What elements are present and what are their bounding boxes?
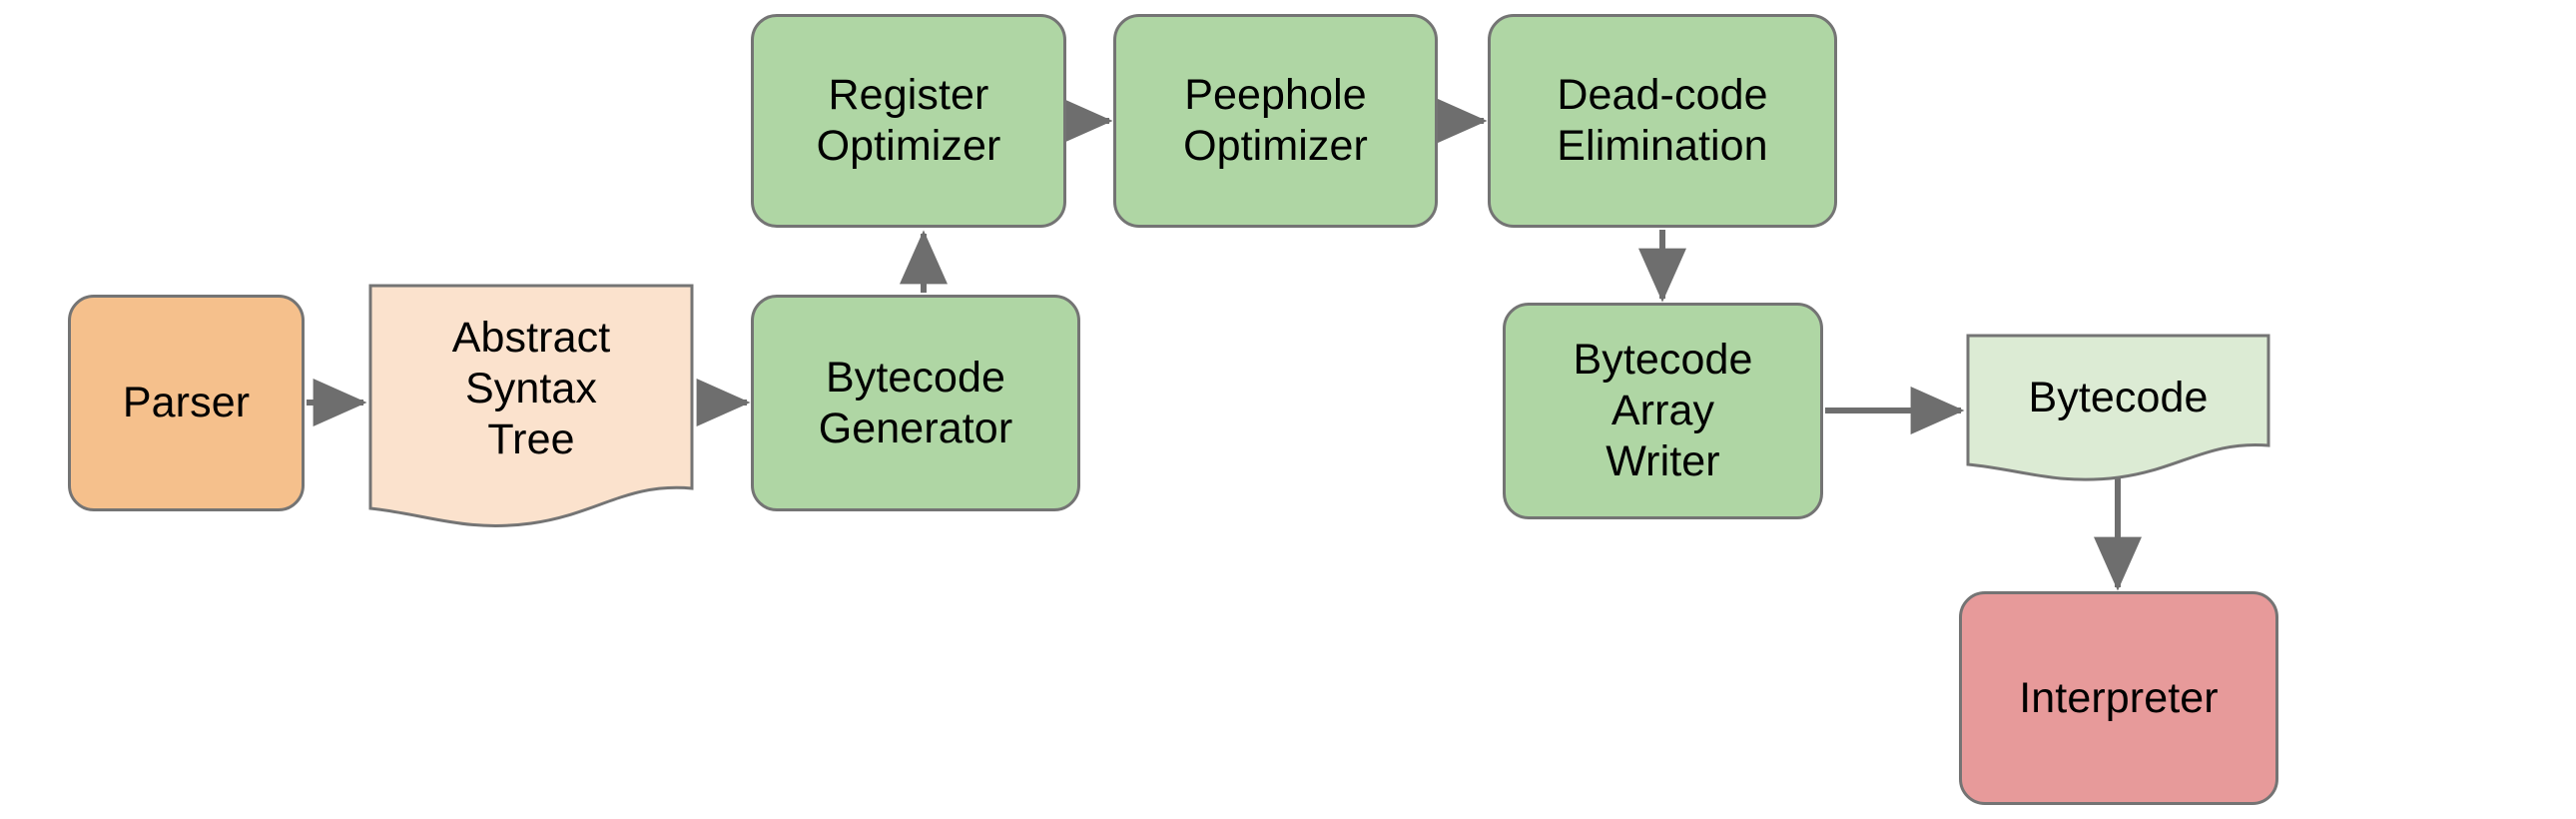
node-dead-code-elimination-label: Dead-code Elimination [1557,71,1768,170]
node-parser-label: Parser [122,379,251,427]
node-bytecode-array-writer-label: Bytecode Array Writer [1573,336,1753,485]
node-register-optimizer-label: Register Optimizer [816,71,1001,170]
node-parser[interactable]: Parser [68,295,305,511]
node-bytecode-generator-label: Bytecode Generator [818,353,1013,452]
node-dead-code-elimination[interactable]: Dead-code Elimination [1488,14,1837,228]
node-interpreter-label: Interpreter [2019,673,2219,722]
document-shape-ast [367,283,695,527]
node-abstract-syntax-tree-label: Abstract Syntax Tree [451,314,611,463]
node-bytecode-array-writer[interactable]: Bytecode Array Writer [1503,303,1823,519]
node-peephole-optimizer[interactable]: Peephole Optimizer [1113,14,1438,228]
node-interpreter[interactable]: Interpreter [1959,591,2278,805]
node-bytecode-generator[interactable]: Bytecode Generator [751,295,1080,511]
node-bytecode-label: Bytecode [2028,373,2209,421]
node-bytecode[interactable]: Bytecode [1965,333,2271,484]
node-abstract-syntax-tree[interactable]: Abstract Syntax Tree [367,283,695,527]
node-peephole-optimizer-label: Peephole Optimizer [1183,71,1368,170]
node-register-optimizer[interactable]: Register Optimizer [751,14,1066,228]
document-shape-bytecode [1965,333,2271,484]
